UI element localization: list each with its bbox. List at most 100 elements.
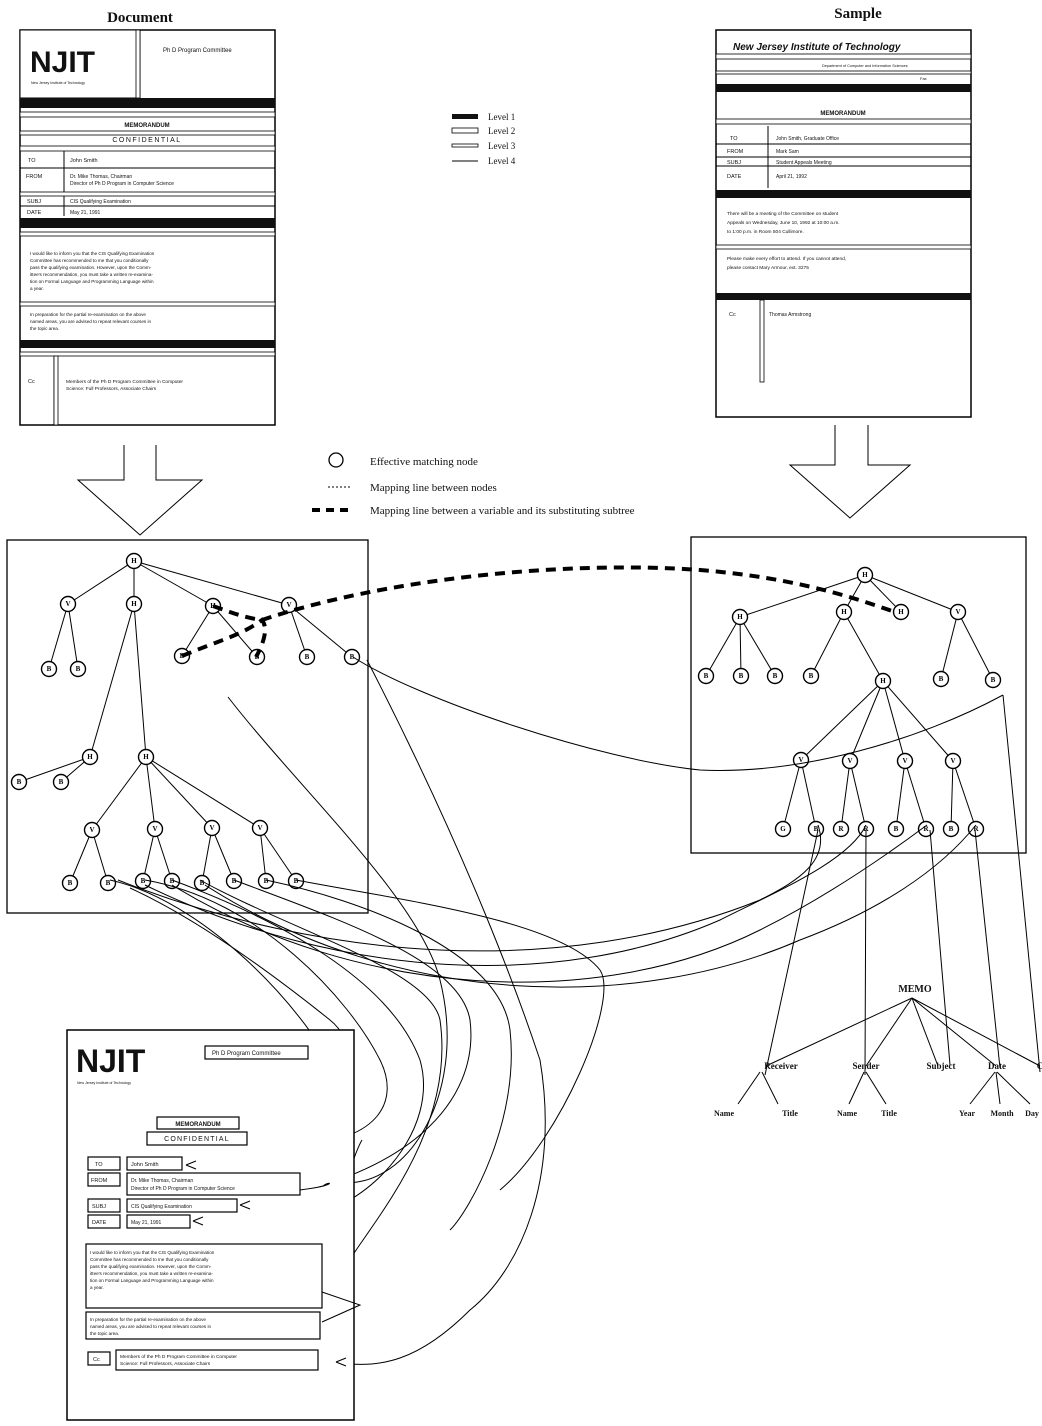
doc-from-value2: Director of Ph D Program in Computer Sci… — [70, 181, 174, 187]
sample-cc-label: Cc — [729, 312, 736, 318]
doc-tree-edge — [288, 604, 353, 658]
svg-text:B: B — [47, 665, 52, 673]
doc-tree-edge — [145, 756, 156, 830]
sample-tree-node: B — [984, 671, 1002, 689]
doc-tree-edge — [211, 827, 235, 882]
doc-tree-edge — [48, 603, 69, 670]
doc-tree-edge — [212, 605, 258, 658]
sample-tree-edge — [849, 760, 867, 830]
date-year: Year — [959, 1109, 975, 1118]
doc-tree-edge — [259, 827, 267, 882]
sample-title: New Jersey Institute of Technology — [733, 42, 901, 53]
result-body2: In preparation for the partial re-examin… — [90, 1317, 211, 1336]
svg-text:H: H — [841, 608, 847, 616]
svg-text:H: H — [87, 753, 93, 761]
sender-title: Title — [881, 1109, 897, 1118]
doc-tree-node: V — [203, 819, 221, 837]
doc-tree-node: V — [83, 821, 101, 839]
sample-tree-node: B — [766, 667, 784, 685]
sample-memo: New Jersey Institute of Technology Depar… — [715, 29, 972, 418]
result-confidential: CONFIDENTIAL — [164, 1136, 230, 1143]
sample-tree-edge — [810, 611, 845, 677]
sender-name: Name — [837, 1109, 857, 1118]
result-from-value1: Dr. Mike Thomas, Chairman — [131, 1178, 193, 1184]
svg-text:R: R — [838, 825, 844, 833]
doc-tree-edge — [142, 828, 156, 882]
result-committee: Ph D Program Committee — [212, 1051, 281, 1057]
doc-tree-node: B — [225, 872, 243, 890]
svg-text:the topic area.: the topic area. — [30, 326, 59, 331]
sample-tree-node: B — [932, 670, 950, 688]
doc-tree-edge — [133, 603, 147, 758]
doc-tree-edge — [133, 560, 214, 607]
sample-cc-value: Thomas Armstrong — [769, 312, 811, 318]
sample-tree-edge — [843, 611, 884, 682]
svg-text:R: R — [973, 825, 979, 833]
sample-tree-edge — [882, 680, 906, 762]
sample-date-value: April 21, 1992 — [776, 174, 807, 180]
doc-subj-label: SUBJ — [27, 199, 41, 205]
doc-memorandum: MEMORANDUM — [124, 123, 169, 129]
svg-text:B: B — [76, 665, 81, 673]
doc-to-value: John Smith — [70, 158, 98, 164]
doc-logo: NJIT — [30, 46, 95, 79]
svg-text:H: H — [143, 753, 149, 761]
result-body1: I would like to inform you that the CIS … — [90, 1250, 215, 1290]
sample-tree-edge — [864, 574, 902, 613]
sample-tree-node: V — [896, 752, 914, 770]
sample-tree-node: V — [841, 752, 859, 770]
doc-tree-edge — [91, 829, 109, 884]
doc-tree-node: B — [193, 874, 211, 892]
sample-subj-label: SUBJ — [727, 160, 741, 166]
doc-tree-node: B — [61, 874, 79, 892]
memo-receiver: Receiver — [764, 1061, 797, 1071]
svg-text:H: H — [131, 557, 137, 565]
sample-tree-node: G — [774, 820, 792, 838]
doc-tree-node: B — [52, 773, 70, 791]
svg-text:V: V — [950, 757, 955, 765]
sample-tree-node: B — [807, 820, 825, 838]
sample-from-value: Mark Sam — [776, 149, 799, 155]
svg-text:V: V — [89, 826, 94, 834]
result-cc-label: Cc — [93, 1357, 100, 1363]
sample-tree-node: R — [832, 820, 850, 838]
result-to-label: TO — [95, 1162, 103, 1168]
sample-tree-node: H — [835, 603, 853, 621]
level-legend: Level 1 Level 2 Level 3 Level 4 — [451, 112, 516, 166]
sample-tree-node: H — [892, 603, 910, 621]
svg-text:B: B — [814, 825, 819, 833]
svg-text:B: B — [939, 675, 944, 683]
doc-tree-edge — [133, 560, 290, 606]
sample-tree-edge — [895, 760, 906, 830]
svg-text:Please make every effort to at: Please make every effort to attend. If y… — [727, 256, 846, 262]
result-from-value2: Director of Ph D Program in Computer Sci… — [131, 1186, 235, 1192]
svg-text:V: V — [847, 757, 852, 765]
sample-tree-edge — [800, 759, 817, 830]
svg-text:ittee's recommendation, you mu: ittee's recommendation, you must take a … — [90, 1271, 213, 1276]
doc-committee: Ph D Program Committee — [163, 48, 232, 54]
doc-cc-label: Cc — [28, 379, 35, 385]
legend-level-2: Level 2 — [488, 126, 515, 136]
sample-to-value: John Smith, Graduate Office — [776, 136, 839, 142]
svg-text:H: H — [737, 613, 743, 621]
svg-text:tion on Formal Language and Pr: tion on Formal Language and Programming … — [90, 1278, 214, 1283]
svg-text:B: B — [200, 879, 205, 887]
svg-text:H: H — [880, 677, 886, 685]
sample-tree-node: H — [731, 608, 749, 626]
svg-text:H: H — [862, 571, 868, 579]
sample-tree-node: B — [802, 667, 820, 685]
doc-cc-value2: Science: Full Professors, Associate Chai… — [66, 386, 157, 392]
result-memo: NJIT New Jersey Institute of Technology … — [66, 1029, 355, 1421]
memo-subject: Subject — [927, 1061, 956, 1071]
svg-text:Committee has recommended to m: Committee has recommended to me that you… — [30, 258, 149, 263]
svg-text:V: V — [902, 757, 907, 765]
sample-tree-edge — [739, 616, 742, 677]
svg-text:R: R — [863, 825, 869, 833]
doc-tree-edge — [67, 560, 135, 605]
sample-tree-edge — [739, 616, 776, 677]
doc-tree-edge — [145, 756, 213, 829]
legend-dotted-text: Mapping line between nodes — [370, 482, 497, 494]
sample-tree-edge — [904, 760, 927, 830]
